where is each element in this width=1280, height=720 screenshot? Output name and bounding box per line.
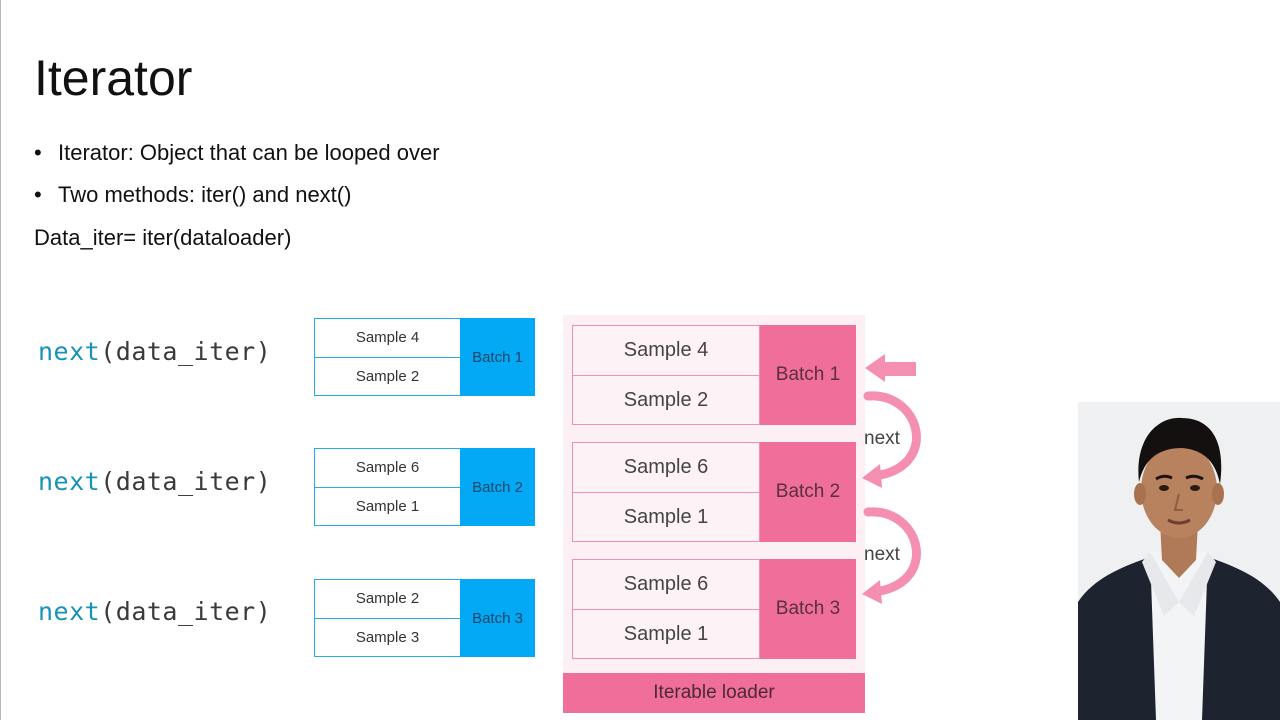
batch-label: Batch 1: [760, 325, 856, 425]
bullet-text: Iterator: Object that can be looped over: [58, 140, 440, 165]
call-args: (data_iter): [100, 597, 272, 626]
next-call-3: next(data_iter): [38, 597, 271, 626]
call-keyword: next: [38, 467, 101, 496]
sample-cell: Sample 6: [623, 573, 709, 595]
right-batch-1: Sample 4 Sample 2 Batch 1: [572, 325, 856, 425]
sample-cell: Sample 1: [315, 487, 460, 526]
bullet-item: • Iterator: Object that can be looped ov…: [34, 138, 440, 180]
batch-label: Batch 1: [460, 318, 535, 396]
call-args: (data_iter): [100, 337, 272, 366]
slide-title: Iterator: [34, 50, 193, 106]
next-label: next: [864, 428, 900, 449]
next-arrows: [862, 354, 921, 604]
iterable-loader-label: Iterable loader: [563, 673, 865, 713]
batch-label: Batch 3: [460, 579, 535, 657]
bullet-list: • Iterator: Object that can be looped ov…: [34, 138, 440, 222]
left-batch-1: Sample 4 Sample 2 Batch 1: [314, 318, 535, 396]
bullet-item: • Two methods: iter() and next(): [34, 180, 440, 222]
code-line: Data_iter= iter(dataloader): [34, 225, 292, 250]
right-batch-3: Sample 6 Sample 1 Batch 3: [572, 559, 856, 659]
sample-box: Sample 6 Sample 1: [572, 559, 760, 659]
curved-arrow-icon: [863, 391, 921, 481]
sample-cell: Sample 2: [315, 357, 460, 396]
sample-box: Sample 4 Sample 2: [314, 318, 461, 396]
curved-arrow-icon: [863, 507, 921, 597]
sample-cell: Sample 6: [623, 456, 709, 478]
batch-label: Batch 3: [760, 559, 856, 659]
right-batch-2: Sample 6 Sample 1 Batch 2: [572, 442, 856, 542]
sample-cell: Sample 6: [355, 459, 420, 476]
left-batch-3: Sample 2 Sample 3 Batch 3: [314, 579, 535, 657]
sample-cell: Sample 2: [573, 375, 759, 425]
slide-edge: [0, 0, 1, 720]
sample-cell: Sample 1: [573, 492, 759, 542]
call-keyword: next: [38, 337, 101, 366]
sample-box: Sample 4 Sample 2: [572, 325, 760, 425]
pointer-arrow-icon: [865, 354, 916, 382]
sample-box: Sample 2 Sample 3: [314, 579, 461, 657]
curved-arrow-head-icon: [862, 580, 882, 604]
next-label: next: [864, 544, 900, 565]
batch-label: Batch 2: [760, 442, 856, 542]
sample-cell: Sample 4: [623, 339, 709, 361]
next-call-1: next(data_iter): [38, 337, 271, 366]
bullet-text: Two methods: iter() and next(): [58, 182, 352, 207]
sample-cell: Sample 3: [315, 618, 460, 657]
sample-box: Sample 6 Sample 1: [572, 442, 760, 542]
person-avatar-icon: [1078, 402, 1280, 720]
call-keyword: next: [38, 597, 101, 626]
left-batch-2: Sample 6 Sample 1 Batch 2: [314, 448, 535, 526]
batch-label: Batch 2: [460, 448, 535, 526]
sample-cell: Sample 1: [573, 609, 759, 659]
bullet-dot: •: [34, 182, 42, 207]
bullet-dot: •: [34, 140, 42, 165]
sample-cell: Sample 4: [355, 329, 420, 346]
presenter-video: [1078, 402, 1280, 720]
call-args: (data_iter): [100, 467, 272, 496]
next-call-2: next(data_iter): [38, 467, 271, 496]
curved-arrow-head-icon: [862, 464, 882, 488]
sample-box: Sample 6 Sample 1: [314, 448, 461, 526]
sample-cell: Sample 2: [355, 590, 420, 607]
